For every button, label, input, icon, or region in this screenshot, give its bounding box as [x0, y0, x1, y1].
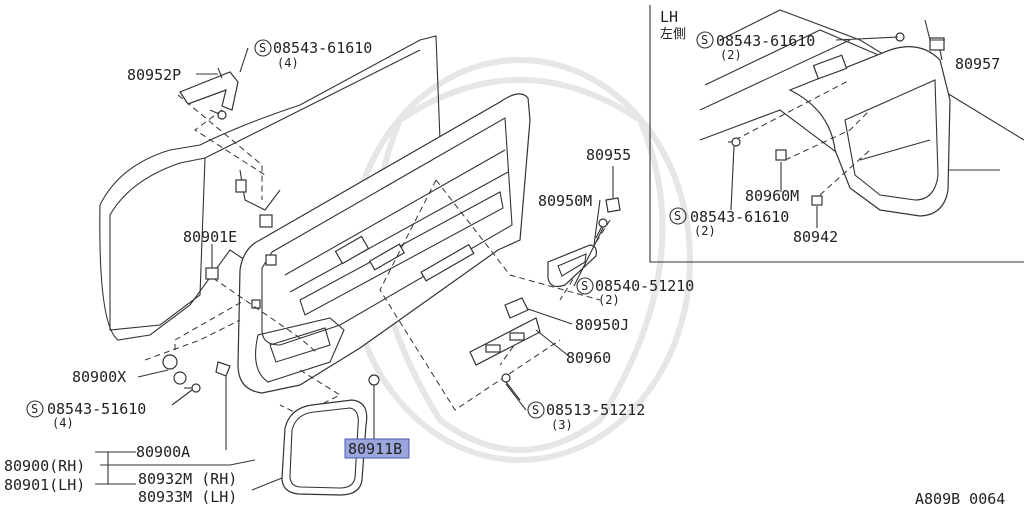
bracket-80952P [179, 67, 239, 111]
svg-text:S: S [674, 209, 681, 223]
label-80911B: 80911B [348, 440, 402, 458]
diagram-id: A809B 0064 [915, 490, 1005, 508]
inset-title-ja: 左側 [660, 27, 686, 42]
label-80952P: 80952P [127, 66, 181, 84]
label-80900A: 80900A [136, 443, 190, 461]
label-80933M: 80933M (LH) [138, 488, 237, 506]
label-08543-51610: 08543-51610 [47, 400, 146, 418]
label-80901E: 80901E [183, 228, 237, 246]
svg-text:S: S [532, 403, 539, 417]
label-80932M: 80932M (RH) [138, 470, 237, 488]
svg-text:S: S [701, 33, 708, 47]
qty-08540-51210: (2) [598, 293, 620, 307]
label-80900RH: 80900(RH) [4, 457, 85, 475]
label-80950M: 80950M [538, 192, 592, 210]
escutcheon-80950J [504, 297, 529, 319]
screw-08513-51212 [501, 373, 521, 401]
s-circle-symbols: S S S S S S [26, 31, 714, 419]
svg-text:S: S [581, 279, 588, 293]
qty-inset-08543-61610-a: (2) [720, 48, 742, 62]
label-08540-51210: 08540-51210 [595, 277, 694, 295]
label-80960: 80960 [566, 349, 611, 367]
inset-title: LH [660, 8, 678, 26]
clip-80900A [215, 361, 231, 377]
label-inset-80957: 80957 [955, 55, 1000, 73]
label-inset-80942: 80942 [793, 228, 838, 246]
inset-door [699, 9, 1024, 217]
svg-text:S: S [31, 402, 38, 416]
screw-08543-51610 [184, 383, 201, 393]
label-inset-08543-61610-a: 08543-61610 [716, 32, 815, 50]
screw-08540-51210 [595, 218, 608, 239]
label-inset-08543-61610-b: 08543-61610 [690, 208, 789, 226]
clip-80901E [205, 267, 219, 280]
screw-top [209, 109, 227, 120]
pocket-80932M [281, 399, 368, 496]
qty-08543-51610: (4) [52, 416, 74, 430]
handle-80950M [547, 244, 597, 288]
highlight-80911B: 80911B [344, 438, 410, 459]
inset-small-parts [728, 19, 945, 206]
qty-08513-51212: (3) [551, 418, 573, 432]
callout-labels: S S S S S S 80952P 08543-61610 (4) 80901… [4, 8, 1005, 508]
door-shell [99, 35, 441, 341]
door-trim-panel [237, 93, 531, 394]
label-80950J: 80950J [575, 316, 629, 334]
inset-guide-lines [734, 79, 871, 196]
screw-80911B [368, 374, 380, 440]
switch-80960 [469, 317, 541, 366]
label-inset-80960M: 80960M [745, 187, 799, 205]
label-80955: 80955 [586, 146, 631, 164]
label-08543-61610-top: 08543-61610 [273, 39, 372, 57]
qty-08543-61610-top: (4) [277, 56, 299, 70]
assembly-guide-lines [144, 94, 611, 416]
inset-frame [649, 5, 1024, 263]
cap-80955 [605, 197, 621, 213]
label-08513-51212: 08513-51212 [546, 401, 645, 419]
label-80901LH: 80901(LH) [4, 476, 85, 494]
nut-80900X [162, 354, 187, 385]
leader-lines [95, 36, 943, 491]
qty-inset-08543-61610-b: (2) [694, 224, 716, 238]
svg-text:S: S [259, 41, 266, 55]
label-80900X: 80900X [72, 368, 126, 386]
